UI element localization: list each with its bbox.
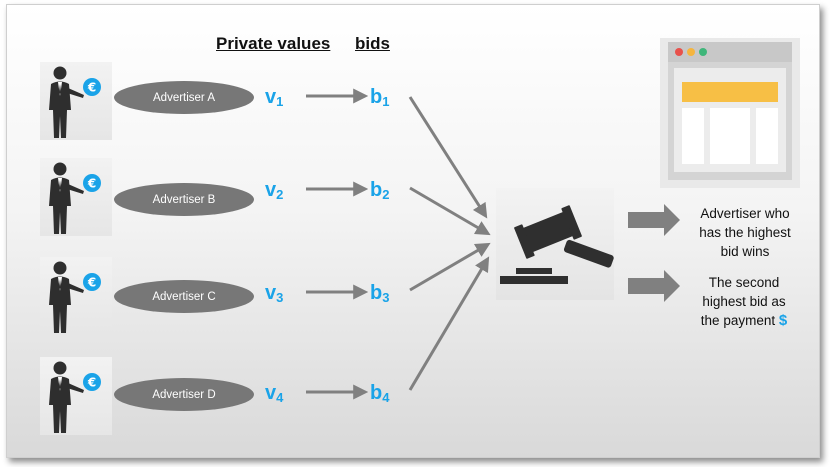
businessman-icon: € [40,158,112,236]
private-value-v1: v1 [265,86,284,109]
businessman-icon: € [40,257,112,335]
bid-to-auction-arrow-4 [408,256,490,391]
bid-b2: b2 [370,179,390,202]
advertiser-c-pill: Advertiser C [114,280,254,313]
businessman-icon: € [40,357,112,435]
dollar-symbol: $ [778,312,788,329]
bid-b3: b3 [370,282,390,305]
bid-b1: b1 [370,86,390,109]
bids-header: bids [355,34,390,53]
svg-text:€: € [87,376,96,390]
advertiser-b-pill: Advertiser B [114,183,254,216]
bid-to-auction-arrow-3 [409,242,491,292]
winner-description: Advertiser who has the highest bid wins [699,206,791,259]
payment-block-arrow [628,270,680,302]
bid-to-auction-arrow-1 [408,96,488,219]
bid-b4: b4 [370,382,390,405]
svg-text:€: € [87,177,96,191]
private-value-v2: v2 [265,179,284,202]
businessman-icon: € [40,62,112,140]
gavel-icon [496,188,614,300]
advertiser-a-pill: Advertiser A [114,81,254,114]
private-value-v3: v3 [265,282,284,305]
winner-block-arrow [628,204,680,236]
bid-to-auction-arrow-2 [409,186,491,236]
svg-text:€: € [87,276,96,290]
browser-window-icon [660,38,800,193]
payment-description: The second highest bid as the payment $ [700,275,788,329]
private-values-header: Private values [216,34,331,53]
svg-text:€: € [87,81,96,95]
private-value-v4: v4 [265,382,284,405]
advertiser-d-pill: Advertiser D [114,378,254,411]
